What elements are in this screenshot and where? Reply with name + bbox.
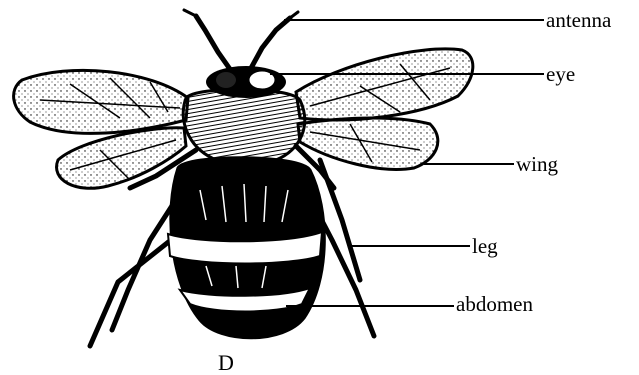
- left-antenna: [196, 16, 232, 72]
- label-abdomen: abdomen: [456, 294, 533, 315]
- label-wing: wing: [516, 154, 558, 175]
- left-antenna-upper-feeler: [184, 10, 196, 16]
- label-leg: leg: [472, 236, 498, 257]
- label-antenna: antenna: [546, 10, 611, 31]
- left-eye-patch: [216, 72, 236, 88]
- cut-off-caption-letter: D: [218, 352, 234, 374]
- thorax: [183, 89, 304, 166]
- right-front-wing: [296, 49, 473, 120]
- antennae: [184, 10, 298, 72]
- bee-diagram: [0, 0, 639, 367]
- left-hind-leg: [90, 236, 176, 346]
- left-hind-wing: [57, 128, 186, 188]
- label-eye: eye: [546, 64, 575, 85]
- right-antenna: [250, 18, 290, 70]
- right-antenna-upper-feeler: [290, 12, 298, 18]
